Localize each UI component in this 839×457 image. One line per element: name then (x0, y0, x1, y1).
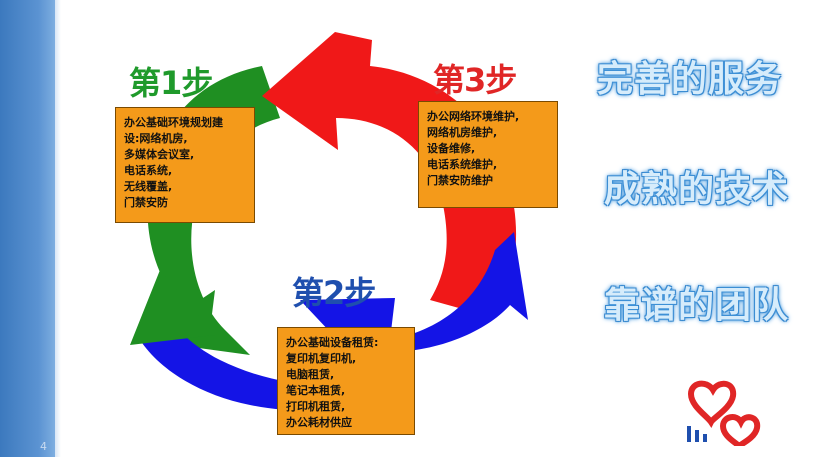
step-2-label: 第2步 (292, 274, 376, 312)
left-accent-divider (55, 0, 61, 457)
step-1-line: 办公基础环境规划建 (124, 116, 223, 129)
slogan-team: 靠谱的团队 (604, 285, 790, 326)
slogan-service: 完善的服务 (597, 59, 783, 100)
step-1-description-box: 办公基础环境规划建 设:网络机房, 多媒体会议室, 电话系统, 无线覆盖, 门禁… (115, 107, 255, 223)
step-2-line: 办公基础设备租赁: (286, 336, 379, 349)
step-3-line: 电话系统维护, (427, 158, 498, 171)
slogan-technology: 成熟的技术 (604, 169, 790, 210)
step-3-line: 办公网络环境维护, (427, 110, 520, 123)
page-number: 4 (40, 440, 47, 453)
step-1-line: 设:网络机房, (124, 132, 188, 145)
step-3-line: 门禁安防维护 (427, 174, 493, 187)
step-2-line: 笔记本租赁, (286, 384, 346, 397)
heart-hands-logo-icon (687, 380, 761, 446)
blue-arrow-tail (140, 295, 392, 411)
step-2-line: 复印机复印机, (286, 352, 357, 365)
step-1-line: 多媒体会议室, (124, 148, 195, 161)
step-1-label: 第1步 (129, 64, 213, 102)
step-1-line: 门禁安防 (124, 196, 168, 209)
step-3-line: 网络机房维护, (427, 126, 498, 139)
step-2-line: 电脑租赁, (286, 368, 335, 381)
left-accent-bar (0, 0, 55, 457)
step-2-description-box: 办公基础设备租赁: 复印机复印机, 电脑租赁, 笔记本租赁, 打印机租赁, 办公… (277, 327, 415, 435)
step-3-line: 设备维修, (427, 142, 476, 155)
step-3-description-box: 办公网络环境维护, 网络机房维护, 设备维修, 电话系统维护, 门禁安防维护 (418, 101, 558, 208)
green-arrow-head (130, 270, 215, 345)
step-3-label: 第3步 (433, 61, 517, 99)
step-1-line: 无线覆盖, (124, 180, 173, 193)
step-2-line: 打印机租赁, (286, 400, 346, 413)
step-1-line: 电话系统, (124, 164, 173, 177)
step-2-line: 办公耗材供应 (286, 416, 352, 429)
